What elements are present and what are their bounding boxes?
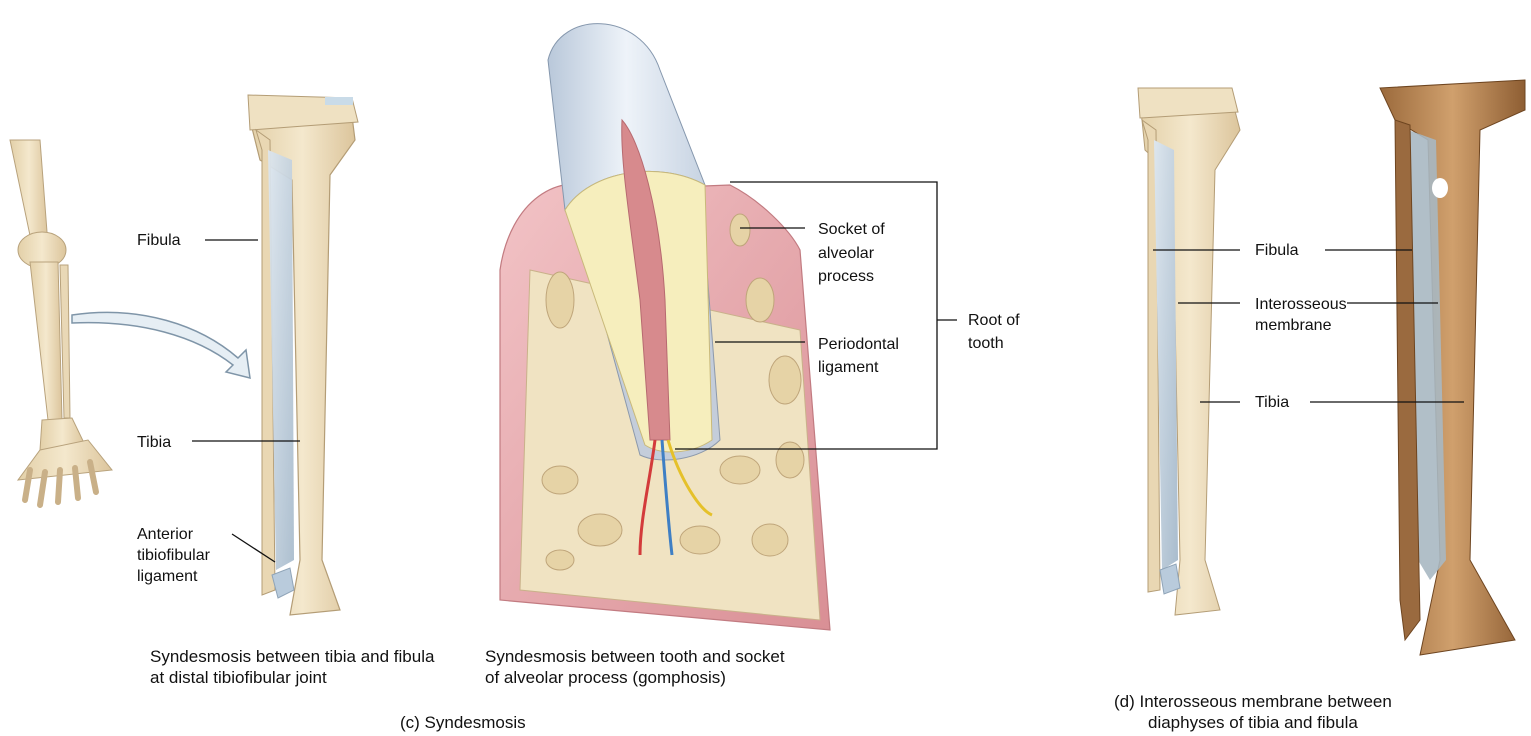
- caption-leg-line2: at distal tibiofibular joint: [150, 667, 327, 688]
- label-ligament-line3: ligament: [137, 566, 197, 587]
- caption-panel-d-line2: diaphyses of tibia and fibula: [1148, 712, 1358, 733]
- label-periodontal-line2: ligament: [818, 357, 878, 378]
- caption-tooth-line2: of alveolar process (gomphosis): [485, 667, 726, 688]
- label-ligament-line1: Anterior: [137, 524, 193, 545]
- label-d-tibia: Tibia: [1255, 392, 1289, 413]
- label-socket-line1: Socket of: [818, 219, 885, 240]
- interosseous-specimen-photo: [1380, 80, 1525, 655]
- caption-tooth-line1: Syndesmosis between tooth and socket: [485, 646, 785, 667]
- label-d-membrane-line1: Interosseous: [1255, 294, 1347, 315]
- label-root-line2: tooth: [968, 333, 1004, 354]
- label-socket-line2: alveolar: [818, 243, 874, 264]
- arrow-icon: [72, 312, 250, 378]
- label-d-fibula: Fibula: [1255, 240, 1299, 261]
- tibia-fibula-illustration: [248, 95, 358, 615]
- caption-leg-line1: Syndesmosis between tibia and fibula: [150, 646, 434, 667]
- label-socket-line3: process: [818, 266, 874, 287]
- label-ligament-line2: tibiofibular: [137, 545, 210, 566]
- label-tibia: Tibia: [137, 432, 171, 453]
- label-periodontal-line1: Periodontal: [818, 334, 899, 355]
- caption-panel-c: (c) Syndesmosis: [400, 712, 526, 733]
- label-fibula: Fibula: [137, 230, 181, 251]
- caption-panel-d-line1: (d) Interosseous membrane between: [1114, 691, 1392, 712]
- label-d-membrane-line2: membrane: [1255, 315, 1331, 336]
- interosseous-illustration: [1138, 88, 1240, 615]
- tooth-gomphosis-illustration: [500, 24, 830, 630]
- label-root-line1: Root of: [968, 310, 1020, 331]
